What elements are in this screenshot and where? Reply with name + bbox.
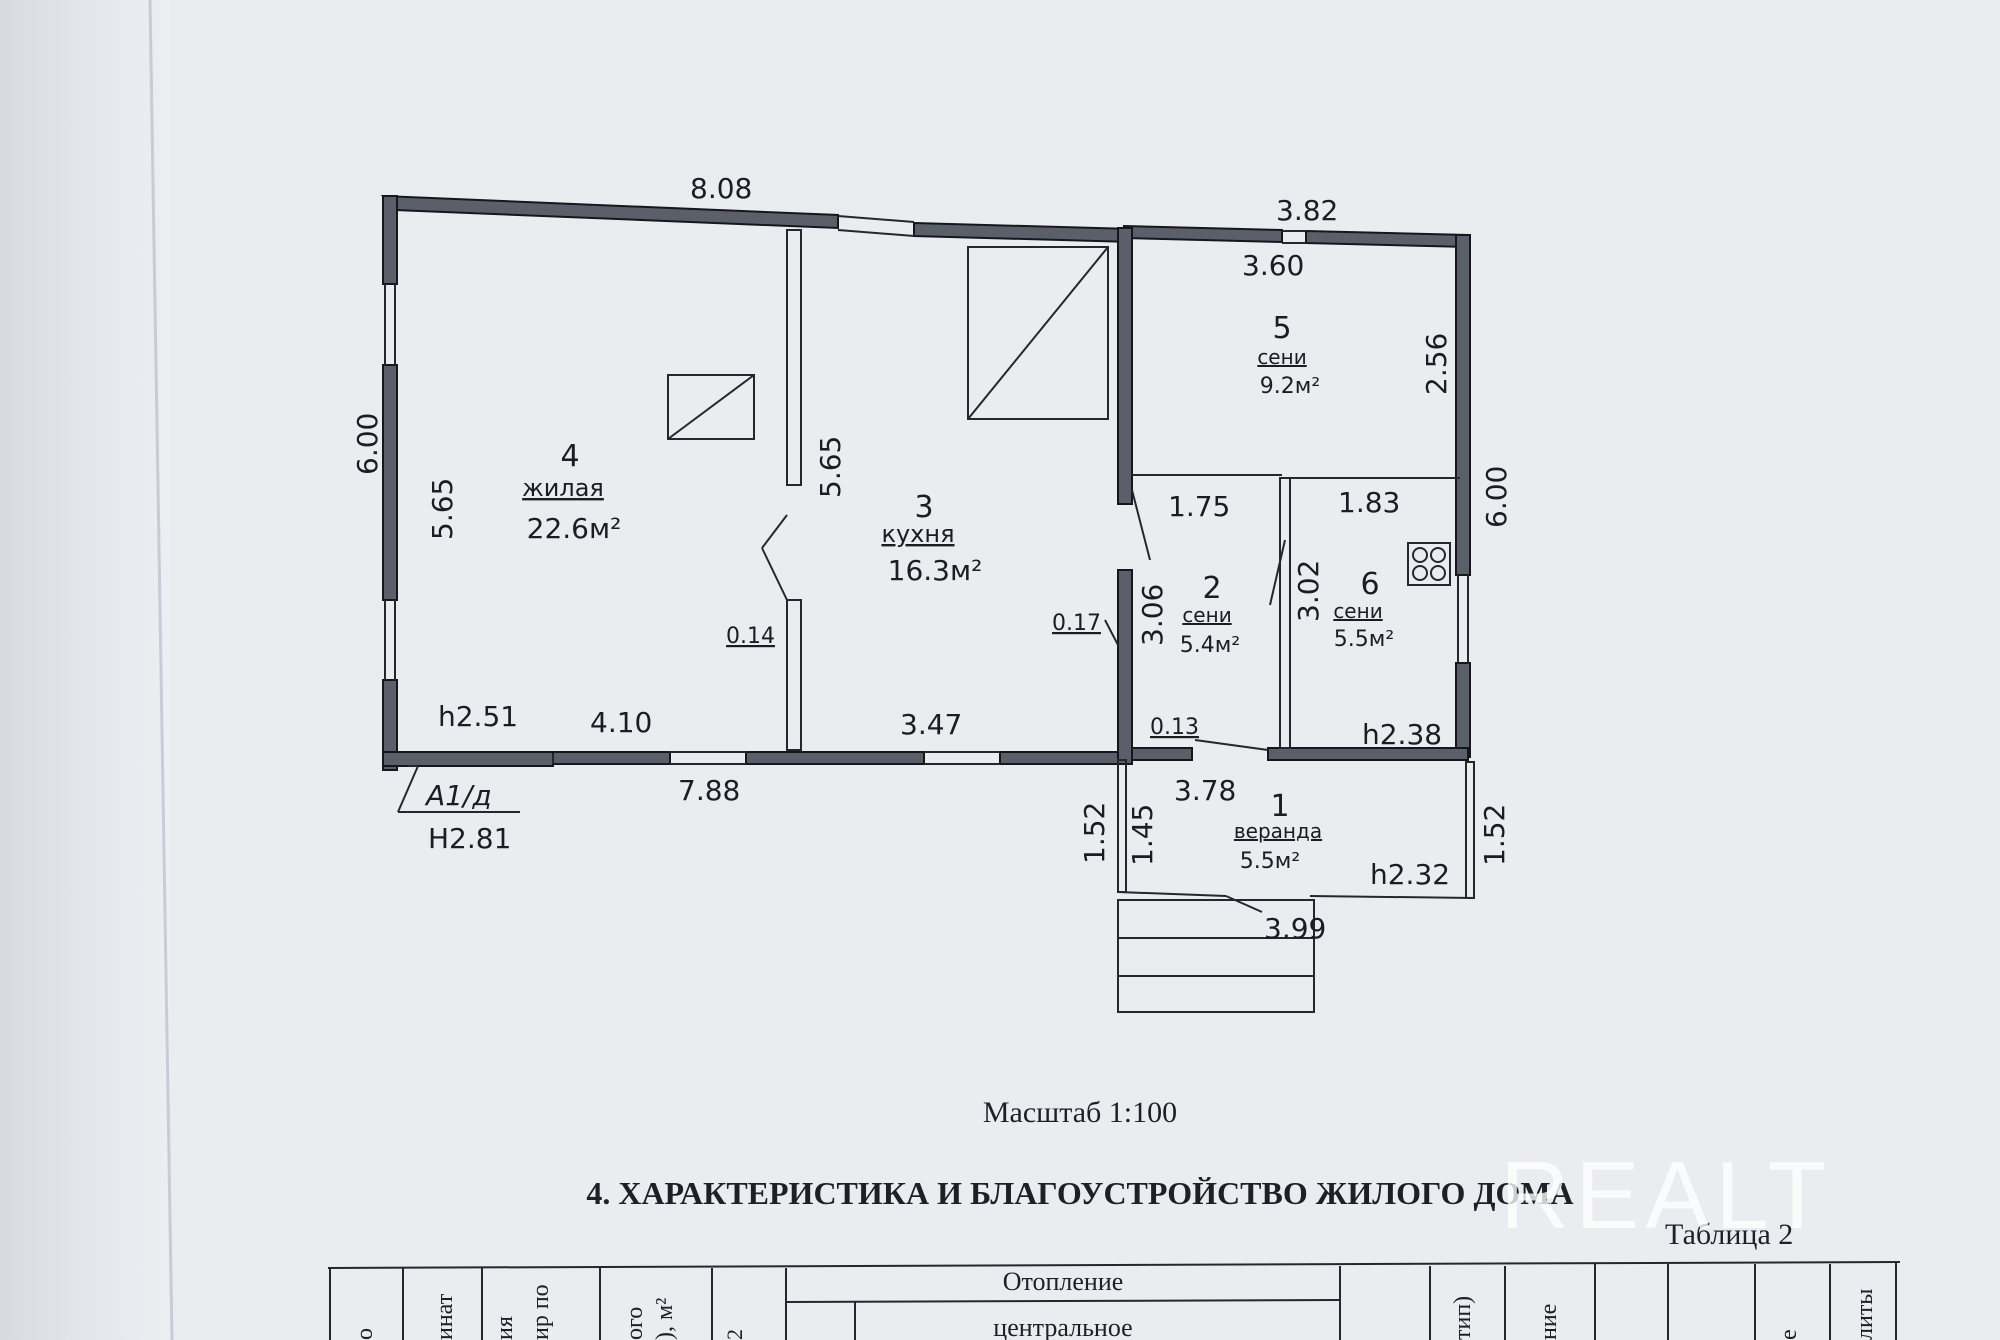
wall-mid-b (1117, 569, 1133, 765)
wall-annex-top-b (1305, 229, 1469, 249)
paper-fold (0, 0, 170, 1340)
dim-veranda-right-outer: 1.52 (1478, 804, 1511, 866)
dim-wall-thickness-1: 0.14 (726, 624, 775, 649)
room5-name: сени (1257, 345, 1306, 369)
wall-annex-bottom-b (1267, 747, 1469, 761)
height-building: H2.81 (428, 822, 511, 855)
room2-number: 2 (1202, 571, 1221, 606)
wall-left-c (382, 679, 398, 771)
dim-top-left: 8.08 (690, 172, 752, 205)
dim-veranda-top: 3.78 (1174, 774, 1236, 807)
wall-bottom-c (745, 751, 925, 765)
room6-area: 5.5м² (1334, 627, 1394, 652)
windows (384, 215, 1469, 765)
table-frag-0: о (352, 1328, 378, 1340)
table-caption: Таблица 2 (1665, 1218, 1793, 1251)
room5-area: 9.2м² (1260, 374, 1320, 399)
wall-left-b (382, 364, 398, 601)
wall-right-b (1455, 662, 1471, 758)
dim-top-right: 3.82 (1276, 194, 1338, 227)
dim-wall-thickness-3: 0.13 (1150, 715, 1199, 740)
room2-area: 5.4м² (1180, 633, 1240, 658)
dim-veranda-left-inner: 1.45 (1126, 804, 1159, 866)
scale-label: Масштаб 1:100 (983, 1096, 1177, 1129)
dim-room2-width: 1.75 (1168, 490, 1230, 523)
table-frag-4: ого (622, 1307, 648, 1340)
dim-room5-height: 2.56 (1420, 333, 1453, 395)
height-veranda: h2.32 (1370, 858, 1450, 891)
stove-kitchen (967, 246, 1109, 420)
building-marker (397, 765, 520, 813)
room1-name: веранда (1234, 819, 1322, 843)
wall-annex-bottom-a (1131, 747, 1193, 761)
veranda (1117, 759, 1475, 1013)
table-frag-5: ), м² (652, 1298, 678, 1340)
dim-room2-height: 3.06 (1136, 584, 1169, 646)
room4-name: жилая (522, 474, 604, 502)
table-frag-2: ия (492, 1316, 518, 1340)
room3-number: 3 (914, 490, 933, 525)
wall-right-a (1455, 234, 1471, 576)
section-title: 4. ХАРАКТЕРИСТИКА И БЛАГОУСТРОЙСТВО ЖИЛО… (586, 1175, 1573, 1211)
table-frag-10: литы (1852, 1289, 1878, 1340)
wall-bottom-b (552, 751, 671, 765)
height-room6: h2.38 (1362, 718, 1442, 751)
dim-room3-height: 5.65 (814, 436, 847, 498)
wall-annex-top-a (1123, 224, 1283, 244)
room-labels: 4 жилая 22.6м² 3 кухня 16.3м² 5 сени 9.2… (522, 311, 1394, 874)
fixtures (667, 246, 1451, 586)
table-frag-9: е (1776, 1329, 1802, 1340)
room6-number: 6 (1360, 567, 1379, 602)
dim-left-outer: 6.00 (351, 413, 384, 475)
gas-cooker (1407, 542, 1451, 586)
room4-area: 22.6м² (527, 512, 622, 545)
wall-bottom-d (999, 751, 1119, 765)
stove-room4 (667, 374, 755, 440)
room4-number: 4 (560, 439, 579, 474)
dim-room4-width: 4.10 (590, 706, 652, 739)
dim-right-outer: 6.00 (1480, 466, 1513, 528)
partitions (761, 229, 1460, 751)
room1-area: 5.5м² (1240, 849, 1300, 874)
watermark-logo: REALT (1500, 1142, 1832, 1249)
room2-name: сени (1182, 603, 1231, 627)
height-room4: h2.51 (438, 700, 518, 733)
dim-veranda-left-outer: 1.52 (1078, 802, 1111, 864)
room1-number: 1 (1270, 789, 1289, 824)
dim-room5-width: 3.60 (1242, 249, 1304, 282)
table-frag-3: ир по (528, 1284, 554, 1340)
room5-number: 5 (1272, 311, 1291, 346)
table-frag-7: тип) (1450, 1296, 1476, 1340)
dimension-labels: 8.08 3.82 3.60 6.00 5.65 5.65 2.56 6.00 … (351, 172, 1513, 945)
wall-mid-a (1117, 227, 1133, 505)
characteristics-table: Отопление центральное о инат ия ир по ог… (327, 1261, 1901, 1340)
building-label: А1/д (424, 779, 492, 812)
dim-veranda-bottom: 3.99 (1264, 912, 1326, 945)
table-frag-6: 2 (722, 1329, 747, 1340)
wall-bottom-a (382, 751, 554, 767)
wall-left-a (382, 195, 398, 285)
room6-name: сени (1333, 599, 1382, 623)
room3-area: 16.3м² (888, 554, 983, 587)
fold-crease (148, 0, 174, 1340)
table-header-heating: Отопление (1003, 1267, 1124, 1296)
dim-bottom-outer: 7.88 (678, 774, 740, 807)
room3-name: кухня (881, 520, 954, 548)
dim-room4-height: 5.65 (426, 478, 459, 540)
dim-room3-width: 3.47 (900, 708, 962, 741)
table-frag-1: инат (432, 1293, 458, 1340)
table-frag-8: ние (1536, 1304, 1562, 1340)
dim-wall-thickness-2: 0.17 (1052, 611, 1101, 636)
dim-room6-width: 1.83 (1338, 486, 1400, 519)
table-header-central: центральное (993, 1313, 1132, 1340)
dim-room6-height: 3.02 (1292, 560, 1325, 622)
